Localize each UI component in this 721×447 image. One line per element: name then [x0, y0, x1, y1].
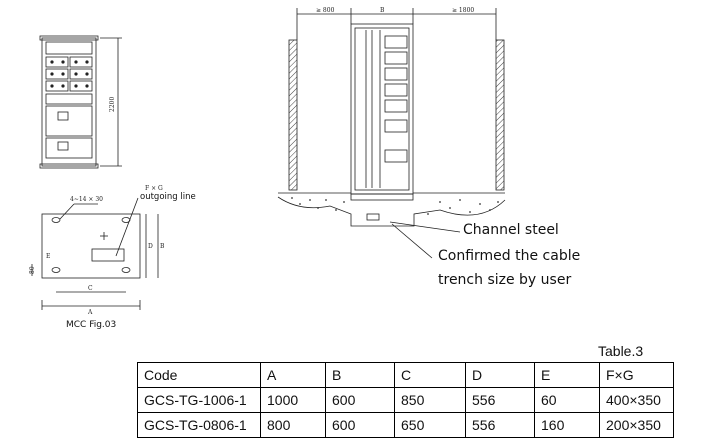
outgoing-line-label: outgoing line [140, 192, 196, 202]
column-header: E [534, 362, 600, 388]
table-cell: 1000 [260, 387, 326, 413]
table-cell: GCS-TG-0806-1 [137, 412, 261, 438]
dim-80-label: 80 [29, 266, 36, 274]
column-header: D [465, 362, 535, 388]
dim-c-label: C [88, 285, 93, 292]
table-cell: 850 [394, 387, 466, 413]
table-cell: 650 [394, 412, 466, 438]
base-plan-view [31, 197, 159, 310]
fxg-label: F × G [145, 185, 163, 192]
dim-e-label: E [46, 253, 50, 260]
dim-d-label: D [148, 243, 153, 250]
column-header: F×G [599, 362, 674, 388]
bolt-label: 4~14 × 30 [70, 196, 103, 203]
figure-caption: MCC Fig.03 [66, 320, 116, 330]
table-cell: 800 [260, 412, 326, 438]
ground-aggregate-dots [291, 197, 499, 215]
dim-b-label: B [160, 243, 165, 250]
table-cell: 600 [325, 412, 395, 438]
cabinet-width-label: B [380, 7, 385, 14]
table-cell: 556 [465, 412, 535, 438]
channel-steel-callout: Channel steel [463, 222, 559, 238]
height-label: 2200 [109, 97, 116, 112]
cable-trench-callout-line1: Confirmed the cable [438, 248, 580, 264]
table-cell: 400×350 [599, 387, 674, 413]
table-cell: GCS-TG-1006-1 [137, 387, 261, 413]
cabinet-front-view [39, 35, 122, 169]
column-header: C [394, 362, 466, 388]
table-row: GCS-TG-0806-1 800 600 650 556 160 200×35… [137, 412, 674, 438]
installation-section-view [277, 8, 506, 259]
left-clearance-label: ≥ 800 [316, 7, 335, 14]
table-row: GCS-TG-1006-1 1000 600 850 556 60 400×35… [137, 387, 674, 413]
table-caption: Table.3 [598, 343, 644, 359]
table-cell: 60 [534, 387, 600, 413]
table-cell: 556 [465, 387, 535, 413]
column-header: B [325, 362, 395, 388]
table-cell: 200×350 [599, 412, 674, 438]
specification-table: Code A B C D E F×G GCS-TG-1006-1 1000 60… [137, 362, 674, 438]
column-header: A [260, 362, 326, 388]
technical-drawing: 2200 4~14 × 30 F × G outgoing line A C B… [29, 7, 580, 330]
column-header: Code [137, 362, 261, 388]
right-clearance-label: ≥ 1800 [452, 7, 474, 14]
cable-trench-callout-line2: trench size by user [438, 272, 571, 288]
table-cell: 600 [325, 387, 395, 413]
table-cell: 160 [534, 412, 600, 438]
table-header-row: Code A B C D E F×G [137, 362, 674, 388]
dim-a-label: A [87, 309, 93, 316]
